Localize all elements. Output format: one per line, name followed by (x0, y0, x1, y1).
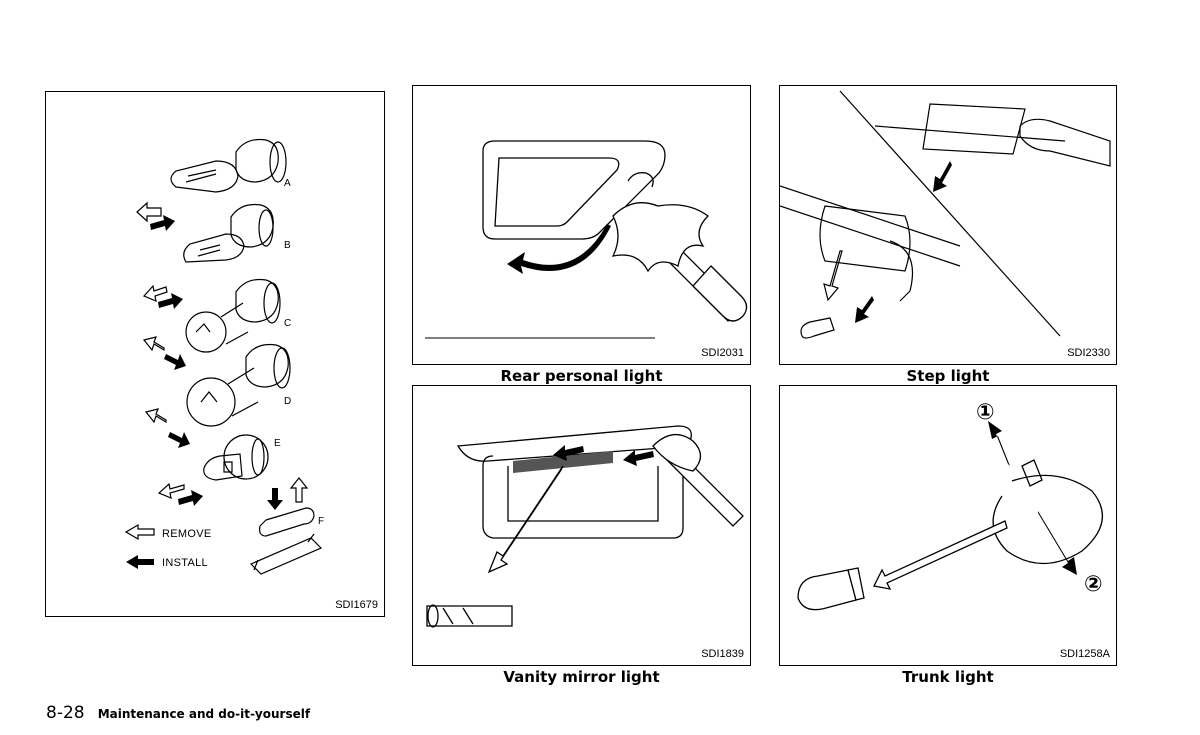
section-title: Maintenance and do-it-yourself (97, 707, 311, 721)
vanity-mirror-light-illustration (426, 425, 744, 628)
step-light-figure: SDI2330 (779, 85, 1117, 365)
page-number: 8-28 (46, 703, 85, 723)
step-light-illustration (780, 90, 1111, 339)
screwdriver-icon (652, 434, 744, 527)
figure-code: SDI2330 (1067, 347, 1110, 359)
trunk-light-caption: Trunk light (902, 668, 994, 686)
remove-arrow-icon (873, 520, 1008, 590)
bulb-b-illustration (183, 203, 274, 263)
figure-code: SDI1839 (701, 648, 744, 660)
bulb-types-figure: A B C D E F REMOVE INSTALL SDI1679 (45, 91, 385, 617)
rear-personal-light-illustration (425, 140, 748, 339)
bulb-label-f: F (318, 516, 325, 527)
bulb-a-illustration (170, 138, 287, 193)
legend-install-label: INSTALL (162, 557, 208, 569)
bulb-types-illustration (124, 138, 323, 575)
bulb-label-e: E (274, 438, 281, 449)
bulb-c-illustration (185, 278, 281, 353)
rear-personal-light-caption: Rear personal light (500, 367, 663, 385)
figure-code: SDI2031 (701, 347, 744, 359)
bulb-f-illustration (249, 507, 323, 575)
step-marker-2: ② (1084, 572, 1103, 597)
step-light-caption: Step light (906, 367, 990, 385)
remove-arrow-icon (988, 421, 1077, 575)
trunk-light-figure: ① ② SDI1258A (779, 385, 1117, 666)
install-arrow-icon (553, 445, 654, 466)
vanity-mirror-light-caption: Vanity mirror light (503, 668, 660, 686)
install-arrow-icon (855, 161, 952, 323)
remove-arrow-icon (507, 224, 611, 274)
install-arrow-icon (150, 215, 283, 510)
bulb-icon (797, 567, 865, 611)
figure-code: SDI1679 (335, 599, 378, 611)
vanity-mirror-light-figure: SDI1839 (412, 385, 751, 666)
page-footer: 8-28 Maintenance and do-it-yourself (46, 703, 310, 723)
bulb-label-a: A (284, 178, 291, 189)
bulb-icon (800, 317, 835, 339)
remove-arrow-icon (487, 465, 564, 574)
step-marker-1: ① (976, 400, 995, 425)
figure-code: SDI1258A (1059, 648, 1110, 660)
bulb-label-b: B (284, 240, 291, 251)
remove-arrow-icon (823, 250, 843, 302)
bulb-e-illustration (203, 434, 269, 481)
bulb-label-c: C (284, 318, 292, 329)
legend-install-icon (126, 555, 154, 569)
bulb-label-d: D (284, 396, 292, 407)
legend-remove-icon (124, 523, 155, 541)
screwdriver-icon (611, 202, 748, 322)
legend-remove-label: REMOVE (162, 528, 212, 540)
bulb-d-illustration (186, 343, 291, 427)
trunk-light-illustration (797, 421, 1104, 611)
remove-arrow-icon (136, 201, 309, 503)
rear-personal-light-figure: SDI2031 (412, 85, 751, 365)
